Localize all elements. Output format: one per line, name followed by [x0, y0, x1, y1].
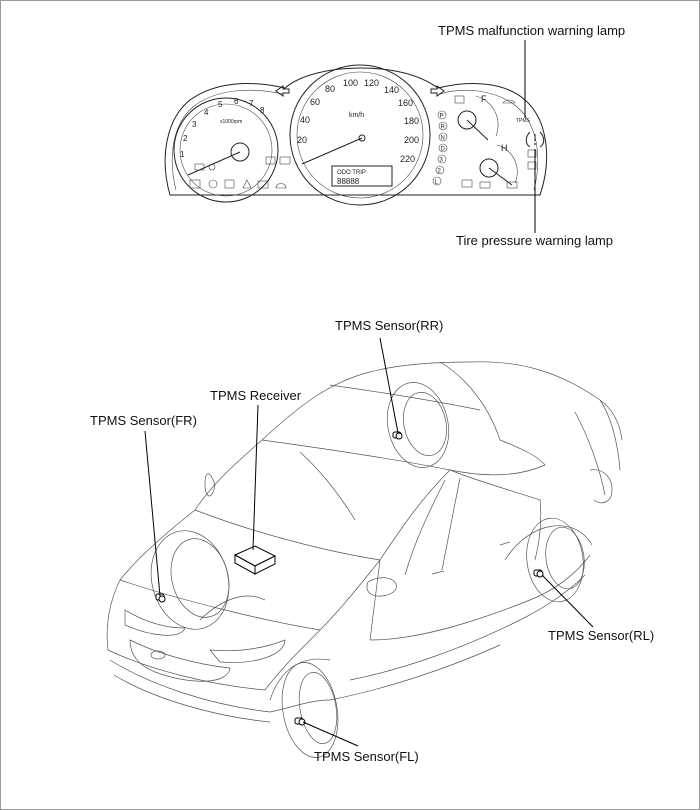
tpms-receiver-box	[233, 545, 277, 575]
tach-tick-2: 2	[183, 134, 188, 143]
label-tire-pressure-lamp: Tire pressure warning lamp	[456, 233, 613, 248]
fuel-full-label: F	[481, 94, 487, 104]
speed-tick-140: 140	[384, 85, 399, 95]
tach-tick-1: 1	[180, 150, 185, 159]
svg-text:D: D	[441, 147, 446, 153]
svg-text:P: P	[440, 114, 444, 120]
tach-tick-8: 8	[260, 106, 265, 115]
left-warning-icons	[189, 156, 291, 189]
speed-unit: km/h	[349, 112, 364, 119]
tpms-lamp-text: TPMS	[516, 118, 531, 124]
left-turn-arrow-icon	[275, 85, 290, 97]
sensor-fl-icon	[294, 717, 306, 726]
sensor-fr-leader	[144, 430, 161, 597]
svg-text:3: 3	[440, 158, 444, 164]
label-tpms-receiver: TPMS Receiver	[210, 388, 302, 403]
tach-tick-7: 7	[249, 99, 254, 108]
wheel-front-right	[150, 530, 230, 630]
label-tpms-malfunction-lamp: TPMS malfunction warning lamp	[438, 23, 625, 38]
speed-tick-80: 80	[325, 84, 335, 94]
sensor-rr-leader	[379, 337, 399, 434]
tach-tick-6: 6	[234, 97, 239, 106]
right-turn-arrow-icon	[430, 85, 445, 97]
tach-unit: x1000rpm	[220, 119, 242, 125]
sensor-rl-icon	[533, 569, 544, 578]
wheel-rear-left	[526, 517, 585, 603]
speed-tick-60: 60	[310, 97, 320, 107]
odo-value: 88888	[337, 177, 360, 186]
speed-tick-220: 220	[400, 154, 415, 164]
speed-tick-160: 160	[398, 98, 413, 108]
svg-text:2: 2	[438, 169, 442, 175]
sensor-fl-leader	[302, 721, 359, 747]
odo-label: ODO TRIP	[337, 170, 366, 176]
tach-tick-4: 4	[204, 108, 209, 117]
tire-pressure-lamp-icon	[525, 131, 545, 148]
speed-tick-20: 20	[297, 135, 307, 145]
sensor-fr-icon	[155, 593, 166, 603]
fuel-gauge: F	[457, 94, 499, 141]
temperature-gauge: H	[479, 143, 518, 186]
speed-tick-40: 40	[300, 115, 310, 125]
car-illustration	[106, 361, 623, 723]
svg-text:R: R	[441, 125, 446, 131]
tachometer: 1 2 3 4 5 6 7 8 x1000rpm	[173, 97, 279, 203]
speedometer: 20 40 60 80 100 120 140 160 180 200 220 …	[289, 64, 431, 206]
svg-text:L: L	[435, 180, 439, 186]
speed-tick-100: 100	[343, 78, 358, 88]
instrument-cluster: 1 2 3 4 5 6 7 8 x1000rpm	[164, 64, 548, 206]
tach-tick-5: 5	[218, 100, 223, 109]
svg-text:N: N	[441, 136, 445, 142]
tach-tick-3: 3	[192, 120, 197, 129]
speed-tick-180: 180	[404, 116, 419, 126]
sensor-rl-leader	[541, 574, 594, 628]
label-tpms-sensor-fr: TPMS Sensor(FR)	[90, 413, 197, 428]
speed-tick-120: 120	[364, 78, 379, 88]
temp-hot-label: H	[501, 143, 508, 153]
wheel-rear-right	[386, 382, 450, 468]
speed-tick-200: 200	[404, 135, 419, 145]
gear-indicator: P R N D 3 2 L	[432, 110, 448, 186]
receiver-leader	[252, 404, 259, 551]
label-tpms-sensor-rl: TPMS Sensor(RL)	[548, 628, 654, 643]
wheel-front-left	[281, 662, 339, 758]
label-tpms-sensor-fl: TPMS Sensor(FL)	[314, 749, 419, 764]
label-tpms-sensor-rr: TPMS Sensor(RR)	[335, 318, 443, 333]
sensor-rr-icon	[392, 431, 403, 440]
